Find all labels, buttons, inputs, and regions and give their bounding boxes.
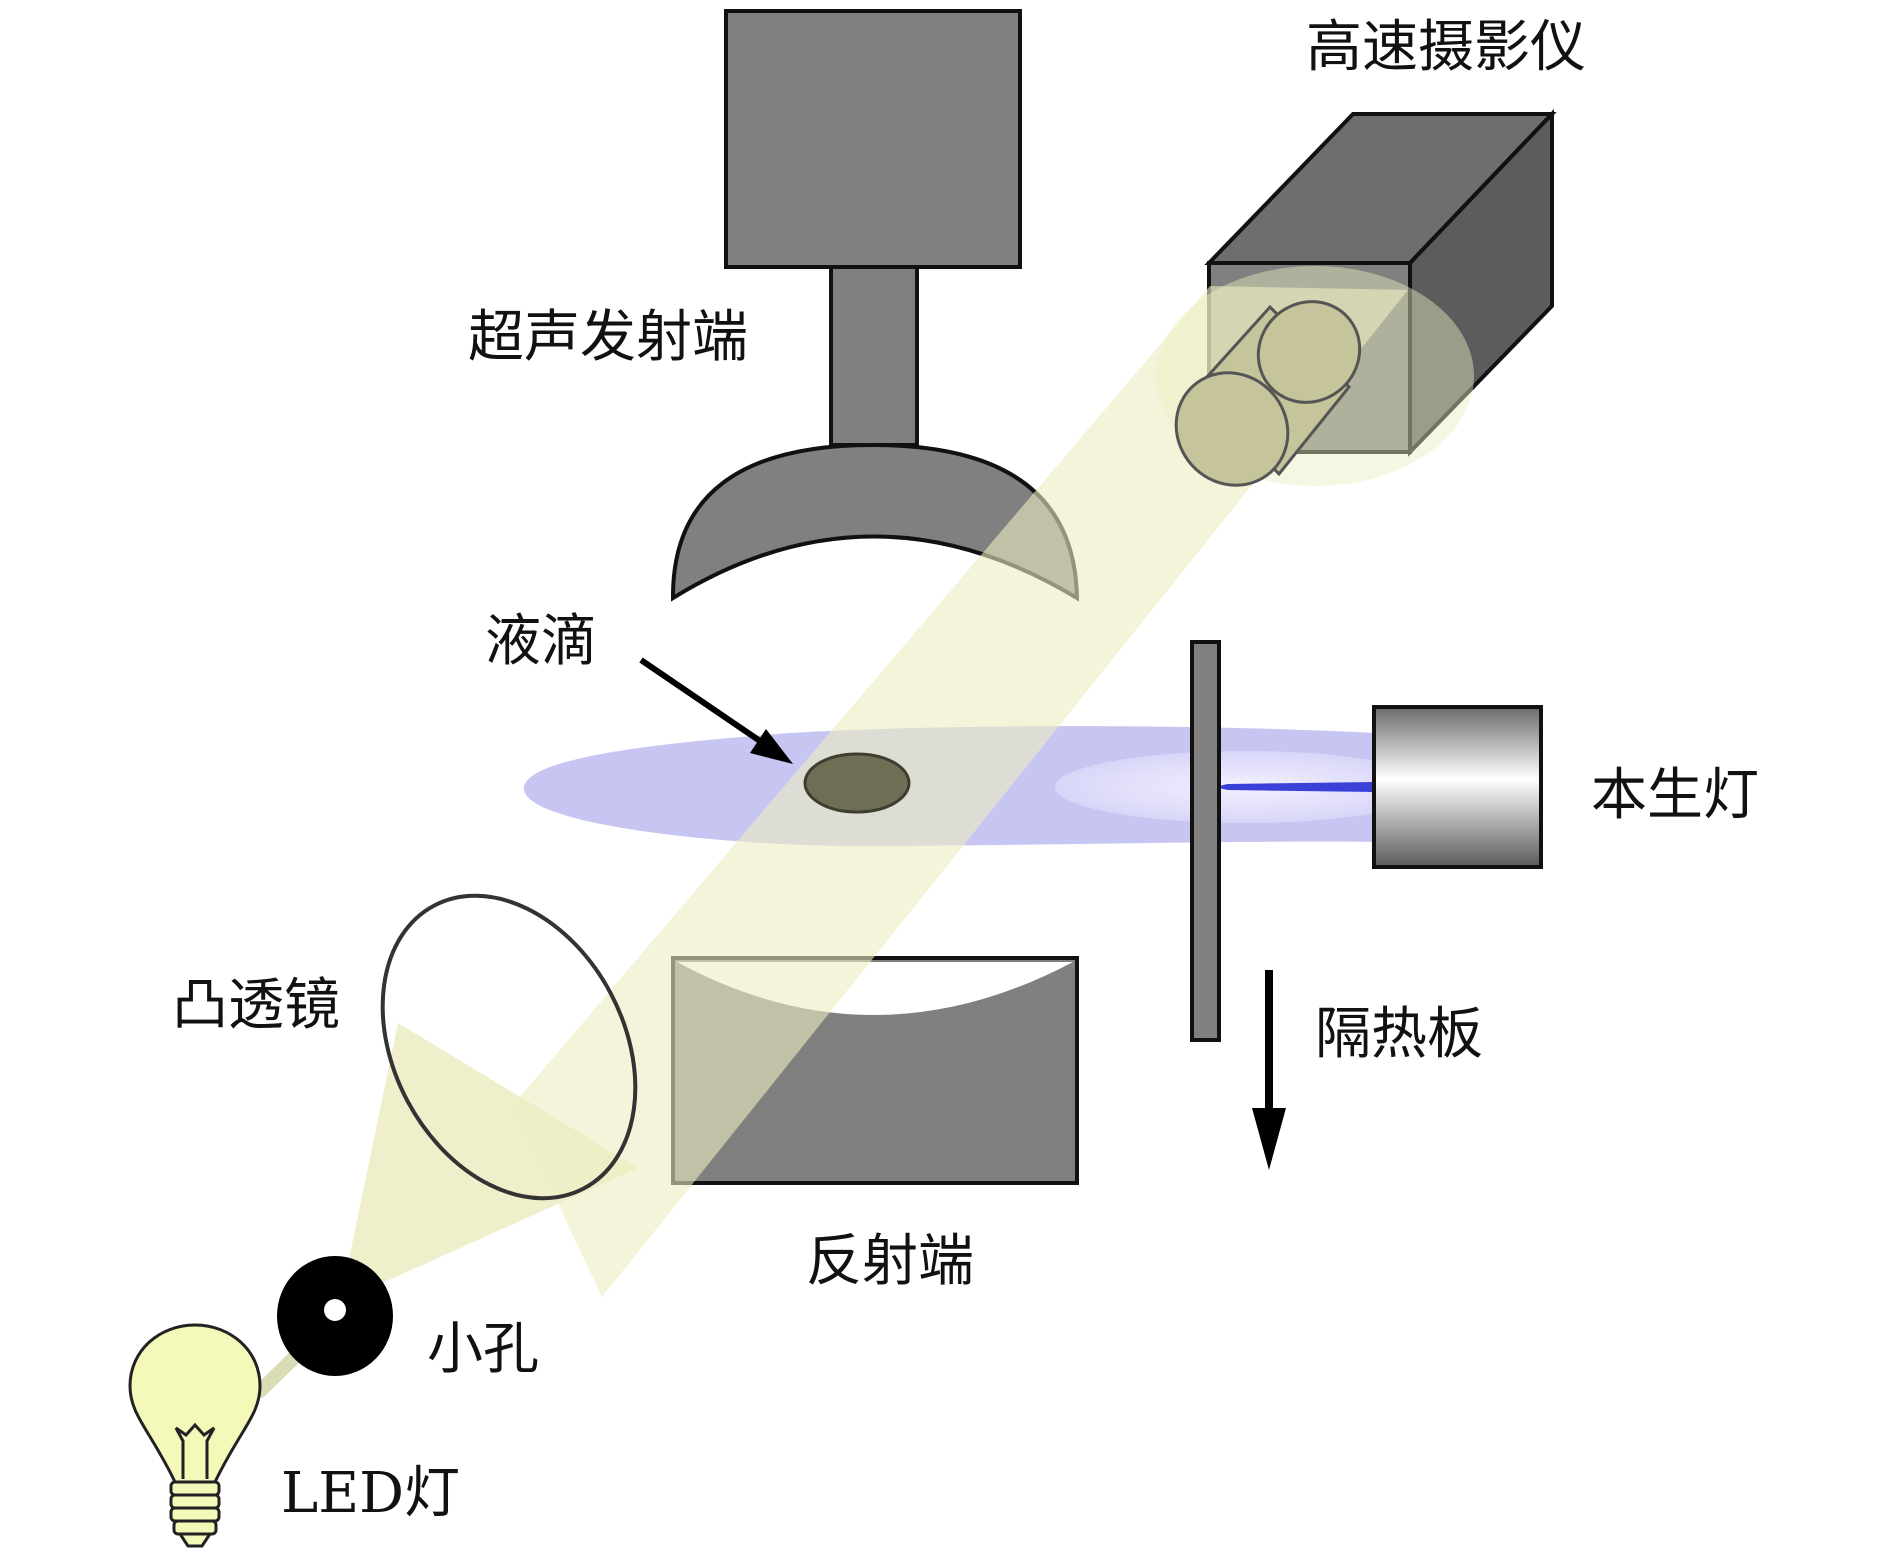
camera-lens: [1174, 300, 1362, 487]
reflector-label: 反射端: [806, 1229, 974, 1294]
pinhole: [277, 1256, 393, 1376]
bunsen-burner: [1372, 705, 1543, 869]
heat-shield-plate: [1190, 640, 1221, 1042]
droplet: [803, 752, 911, 814]
droplet-pointer-arrow: [639, 657, 793, 764]
lamp-label: 本生灯: [1591, 763, 1759, 828]
lens-label: 凸透镜: [172, 973, 340, 1038]
plate-motion-arrow: [1252, 970, 1286, 1170]
emitter-label: 超声发射端: [468, 305, 748, 370]
led-label: LED灯: [281, 1461, 460, 1526]
inner-flame-cone: [1219, 782, 1375, 792]
pinhole-label: 小孔: [427, 1317, 539, 1382]
led-bulb-icon: [128, 1323, 262, 1548]
droplet-label: 液滴: [485, 609, 597, 674]
plate-label: 隔热板: [1315, 1002, 1483, 1067]
camera-label: 高速摄影仪: [1306, 15, 1586, 80]
convex-lens: [380, 893, 638, 1201]
